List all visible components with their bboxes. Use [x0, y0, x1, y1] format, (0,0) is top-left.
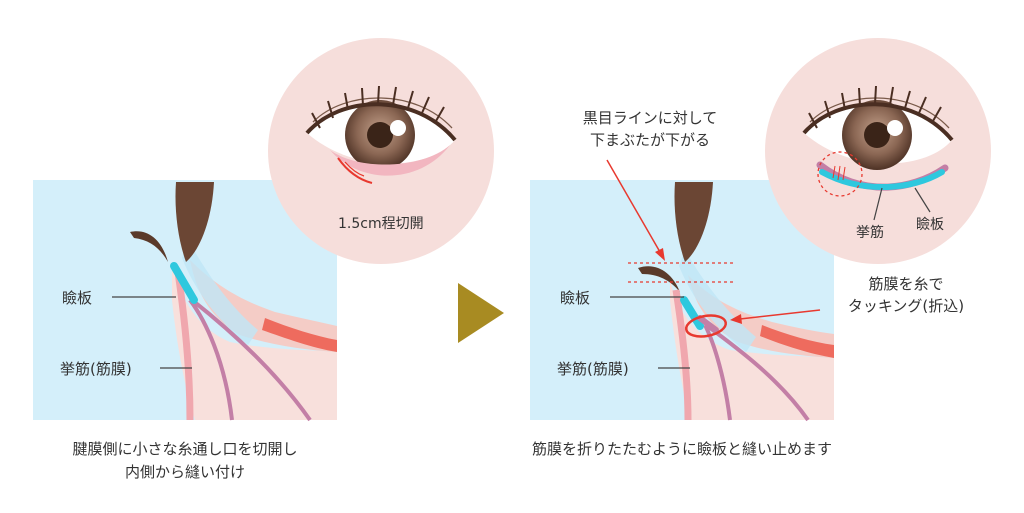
right-hair	[674, 182, 713, 262]
right-circle-label-levator: 挙筋	[856, 225, 884, 241]
left-muscle-strip	[262, 318, 337, 352]
right-annotation-tuck-line1: 筋膜を糸で	[868, 275, 944, 293]
right-folded-fascia	[697, 315, 719, 333]
right-dashed-circle	[817, 151, 863, 197]
left-levator-line-2	[190, 298, 312, 422]
left-pupil	[367, 122, 393, 148]
right-aponeurosis	[672, 289, 692, 421]
right-lid-crease	[809, 97, 950, 129]
right-cross-section	[530, 159, 834, 422]
left-lid-fold	[190, 260, 337, 352]
right-circle-levator-leader	[873, 187, 883, 221]
right-annotation-top-line2: 下まぶたが下がる	[589, 131, 710, 149]
right-circle-label-tarsal: 瞼板	[916, 217, 944, 233]
left-cross-section	[33, 180, 337, 422]
left-upper-lid	[305, 102, 457, 142]
right-annotation-tuck-line2: タッキング(折込)	[847, 297, 965, 315]
right-annotation-top: 黒目ラインに対して 下まぶたが下がる	[540, 107, 760, 151]
right-skin	[670, 280, 834, 420]
left-tarsal-plate	[170, 262, 198, 304]
right-top-arrowhead-icon	[655, 248, 665, 261]
left-label-tarsal: 瞼板	[62, 289, 93, 307]
left-caption-line1: 腱膜側に小さな糸通し口を切開し	[72, 440, 298, 458]
left-lower-lid	[330, 145, 450, 176]
right-tuck-arrow-line	[739, 309, 821, 320]
left-eye-circle	[268, 38, 494, 264]
right-caption: 筋膜を折りたたむように瞼板と縫い止めます	[531, 440, 832, 458]
right-eye-circle	[765, 38, 991, 264]
right-conjunctiva	[679, 250, 756, 352]
left-eyelashes	[311, 85, 445, 129]
left-aponeurosis	[174, 271, 194, 421]
right-tarsal-band	[819, 169, 945, 190]
left-caption-line2: 内側から縫い付け	[124, 463, 245, 481]
right-label-levator: 挙筋(筋膜)	[557, 360, 629, 378]
left-eyelash	[130, 231, 168, 262]
left-skin	[172, 265, 337, 420]
right-circle-tarsal-leader	[914, 187, 931, 213]
left-circle-caption: 1.5cm程切開	[338, 216, 424, 232]
right-label-tarsal: 瞼板	[560, 289, 591, 307]
arrow-icon	[458, 283, 504, 343]
left-levator-line	[188, 298, 234, 421]
right-muscle-strip	[760, 325, 834, 358]
right-tucking-ring	[684, 314, 728, 338]
right-eyelashes	[808, 85, 942, 129]
left-lid-crease	[312, 97, 453, 129]
right-pupil	[864, 122, 890, 148]
right-tuck-arrowhead-icon	[730, 314, 742, 324]
right-tarsal-plate	[680, 296, 704, 330]
left-conjunctiva	[182, 240, 258, 345]
right-eyelash	[638, 266, 680, 292]
left-caption: 腱膜側に小さな糸通し口を切開し 内側から縫い付け	[33, 438, 337, 484]
right-eye-highlight	[887, 120, 903, 136]
left-label-levator: 挙筋(筋膜)	[60, 360, 132, 378]
left-hair	[175, 182, 214, 262]
right-top-arrow-line	[606, 159, 661, 253]
left-eye-highlight	[390, 120, 406, 136]
right-suture-marks	[832, 165, 846, 181]
left-incision-line-2	[344, 161, 365, 177]
right-annotation-top-line1: 黒目ラインに対して	[582, 109, 718, 127]
right-upper-lid	[802, 102, 954, 142]
left-incision-line	[337, 157, 373, 184]
right-annotation-tuck: 筋膜を糸で タッキング(折込)	[826, 273, 986, 317]
right-levator-line	[703, 324, 732, 421]
